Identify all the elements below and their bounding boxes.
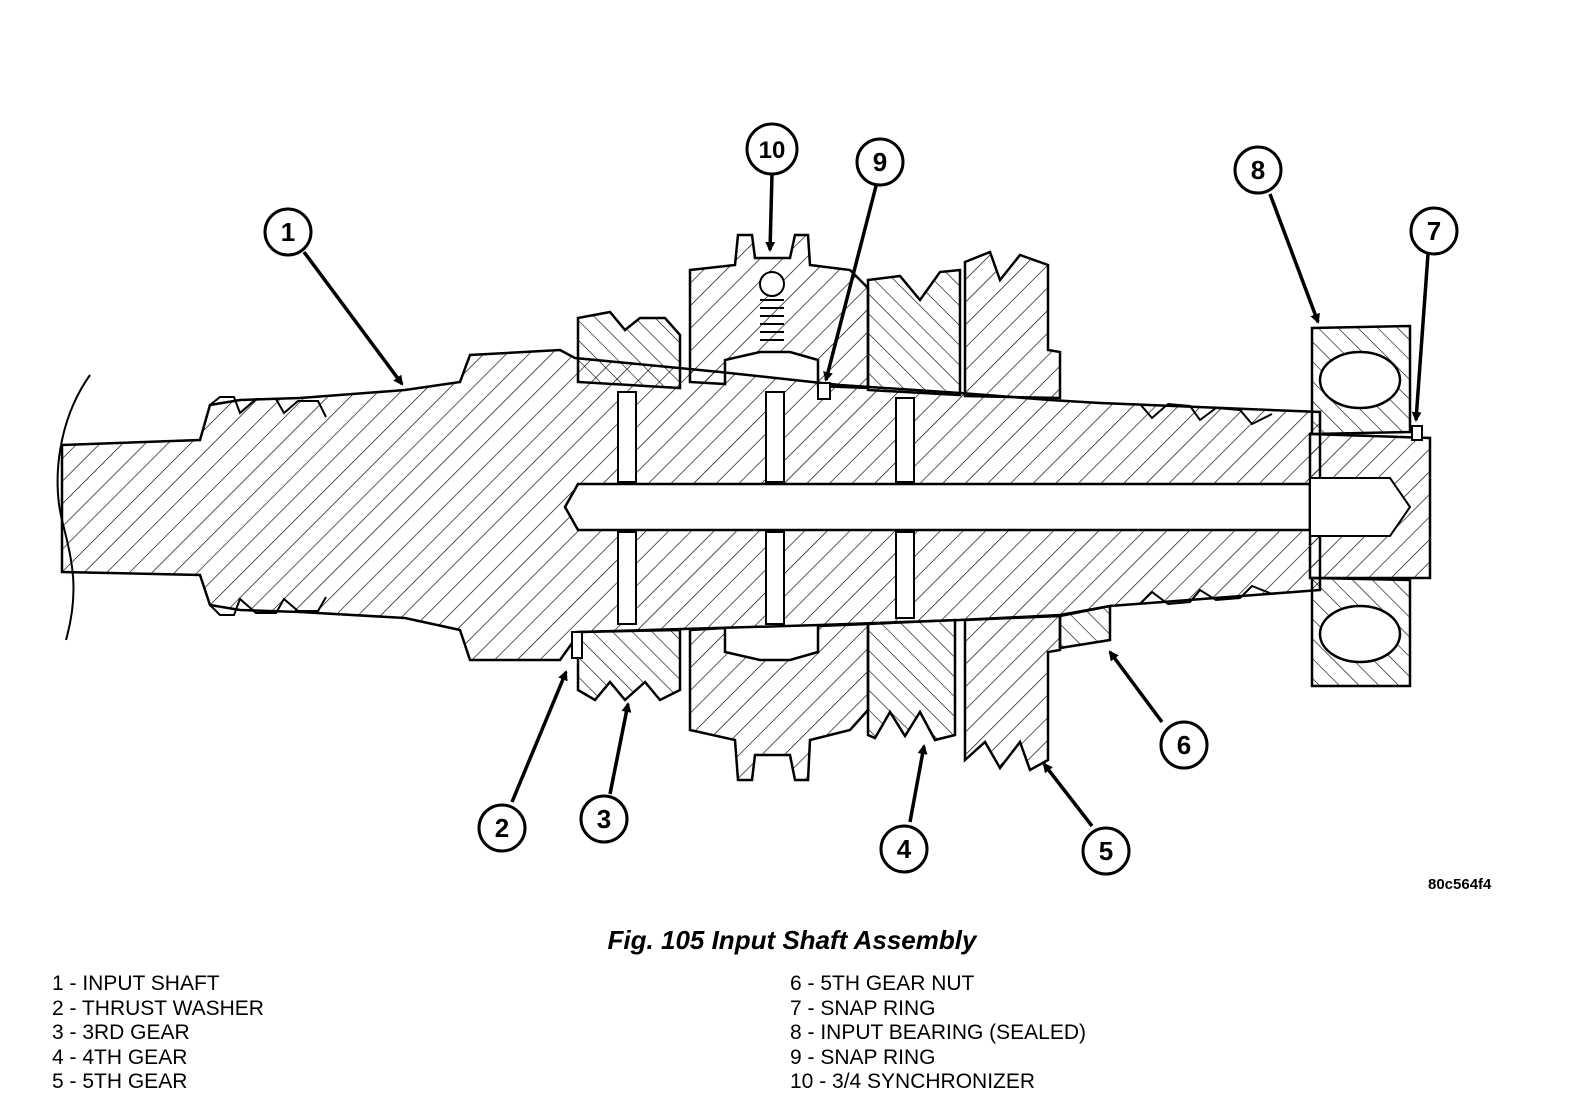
legend-item: 6 - 5TH GEAR NUT [790,972,975,995]
callout-2: 2 [477,803,527,853]
input-bearing [1308,324,1432,688]
figure-code: 80c564f4 [1428,876,1492,893]
figure-caption: Fig. 105 Input Shaft Assembly [607,925,977,955]
snap-ring-9 [817,382,831,400]
legend-right-column: 6 - 5TH GEAR NUT 7 - SNAP RING 8 - INPUT… [790,972,1086,1095]
snap-ring-7 [1411,425,1423,441]
legend-item: 1 - INPUT SHAFT [52,972,220,995]
callout-8: 8 [1233,145,1283,195]
callout-7-label: 7 [1427,216,1441,246]
callout-5: 5 [1081,826,1131,876]
fourth-gear-upper [866,268,962,397]
legend-item: 7 - SNAP RING [790,996,936,1020]
callout-1-label: 1 [281,217,295,247]
legend-item: 8 - INPUT BEARING (SEALED) [790,1021,1087,1044]
callout-2-label: 2 [495,813,509,843]
callout-3: 3 [579,794,629,844]
center-bore [563,482,1312,532]
callout-6: 6 [1159,720,1209,770]
callout-5-label: 5 [1099,836,1113,866]
fourth-gear-lower [866,618,957,742]
legend-item: 2 - THRUST WASHER [52,996,264,1020]
thrust-washer [571,631,583,659]
callout-1: 1 [263,207,313,257]
legend-item: 4 - 4TH GEAR [52,1045,188,1069]
detent-spring [759,271,785,341]
callout-7: 7 [1409,206,1459,256]
callout-3-label: 3 [597,804,611,834]
callout-9: 9 [855,137,905,187]
legend-item: 10 - 3/4 SYNCHRONIZER [790,1070,1036,1093]
callout-9-label: 9 [873,147,887,177]
legend-item: 3 - 3RD GEAR [52,1021,190,1044]
callout-4: 4 [879,824,929,874]
callout-10: 10 [745,122,799,176]
leader-lines [302,173,1430,828]
callout-6-label: 6 [1177,730,1191,760]
third-gear-lower [576,628,682,702]
legend-item: 9 - SNAP RING [790,1045,936,1069]
callout-10-label: 10 [759,137,786,164]
synchronizer-lower [688,622,870,782]
fifth-gear-lower [963,614,1062,772]
legend-item: 5 - 5TH GEAR [52,1070,188,1093]
oil-holes [617,391,915,625]
input-shaft-diagram: 1 2 3 4 5 6 7 8 9 10 [56,122,1459,876]
shaft-splines [209,396,1273,616]
third-gear-upper [576,310,682,390]
legend-left-column: 1 - INPUT SHAFT 2 - THRUST WASHER 3 - 3R… [52,972,264,1095]
callout-8-label: 8 [1251,155,1265,185]
fifth-gear-nut [1058,604,1112,650]
callout-4-label: 4 [897,834,912,864]
fifth-gear-upper [963,250,1062,400]
synchronizer-upper [688,233,870,390]
